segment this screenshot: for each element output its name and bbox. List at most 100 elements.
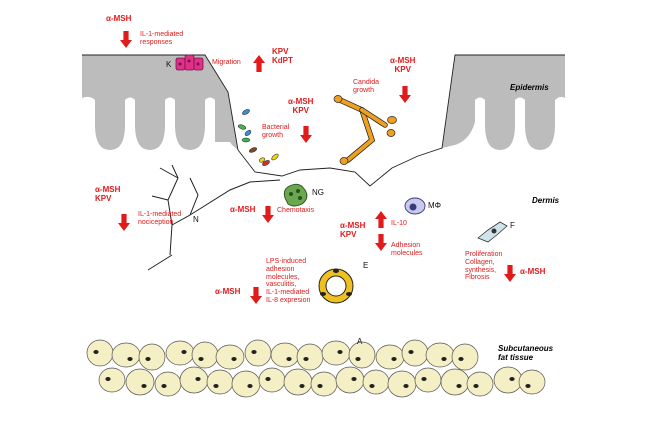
label-k: K: [166, 60, 172, 69]
adipocyte-nucleus: [161, 384, 167, 388]
wound-outline: [82, 54, 565, 187]
il10-label: IL-10: [391, 220, 407, 227]
adipocyte-cell: [518, 369, 546, 395]
adipocyte-nucleus: [317, 384, 323, 388]
adipocyte-nucleus: [105, 377, 111, 381]
adipocyte-cell: [231, 370, 261, 398]
adipocyte-nucleus: [265, 377, 271, 381]
adipocyte-nucleus: [181, 350, 187, 354]
adipocyte-nucleus: [473, 384, 479, 388]
adipocyte-nucleus: [441, 357, 447, 361]
label-epidermis: Epidermis: [510, 83, 549, 92]
proliferation-text: Proliferation Collagen, synthesis, Fibro…: [465, 251, 503, 282]
adipocyte-cell: [401, 339, 429, 367]
adipocyte-cell: [375, 344, 405, 370]
lps-induced-text: LPS-induced adhesion molecules, vasculit…: [266, 258, 311, 305]
adipocyte-cell: [451, 343, 479, 371]
adipocyte-cell: [270, 342, 300, 368]
adipocyte-nucleus: [458, 357, 464, 361]
neutrophil-cell: [283, 183, 308, 207]
adipocyte-nucleus: [421, 377, 427, 381]
label-n: N: [193, 215, 199, 224]
arrow-down-fibrosis: [504, 265, 516, 282]
arrow-up-il10: [375, 211, 387, 228]
adipocyte-nucleus: [93, 350, 99, 354]
adipocyte-cell: [348, 341, 376, 369]
adipocyte-cell: [414, 367, 442, 393]
arrow-down-chemotaxis: [262, 206, 274, 223]
adipocyte-cell: [321, 340, 351, 366]
macrophage-cell: [404, 197, 426, 215]
endothelial-vessel: [318, 268, 354, 304]
adipocyte-cell: [362, 369, 390, 395]
label-ng: NG: [312, 188, 324, 197]
adipocyte-cell: [111, 342, 141, 368]
adipocyte-cell: [215, 344, 245, 370]
adipocyte-nucleus: [251, 350, 257, 354]
il1-responses: IL-1-mediated responses: [140, 31, 184, 46]
amsh-top: α-MSH: [106, 14, 132, 23]
adipocyte-nucleus: [195, 377, 201, 381]
migration-label: Migration: [212, 59, 241, 66]
adipocyte-nucleus: [509, 377, 515, 381]
adipocyte-cell: [387, 370, 417, 398]
adipocyte-cell: [98, 367, 126, 393]
amsh-kpv-left: α-MSH KPV: [95, 185, 121, 203]
label-a: A: [357, 337, 363, 346]
kpv-kdpt: KPV KdPT: [272, 47, 293, 65]
adipocyte-nucleus: [303, 357, 309, 361]
adhesion-molecules: Adhesion molecules: [391, 242, 423, 257]
chemotaxis-label: Chemotaxis: [277, 207, 314, 214]
amsh-kpv-bacteria: α-MSH KPV: [288, 97, 314, 115]
label-e: E: [363, 261, 369, 270]
adipocyte-cell: [425, 342, 455, 368]
arrow-down-bacterial: [300, 126, 312, 143]
amsh-chemotaxis: α-MSH: [230, 205, 256, 214]
adipocyte-cell: [206, 369, 234, 395]
adipocyte-nucleus: [525, 384, 531, 388]
adipocyte-cell: [335, 366, 365, 394]
amsh-kpv-mac: α-MSH KPV: [340, 221, 366, 239]
label-mphi: MΦ: [428, 201, 442, 210]
label-dermis: Dermis: [532, 196, 560, 205]
adipocyte-nucleus: [391, 357, 397, 361]
fibroblast-cell: [477, 221, 508, 243]
adipocyte-cell: [165, 340, 195, 366]
adipocyte-nucleus: [408, 350, 414, 354]
adipocyte-nucleus: [247, 384, 253, 388]
adipocyte-cell: [310, 371, 338, 397]
bacterial-growth: Bacterial growth: [262, 124, 290, 139]
label-subcutaneous: Subcutaneous fat tissue: [498, 344, 554, 362]
adipocyte-nucleus: [286, 357, 292, 361]
bacteria: [237, 109, 279, 166]
adipocyte-cell: [296, 343, 324, 371]
adipocyte-cell: [258, 367, 286, 393]
adipocyte-nucleus: [299, 384, 305, 388]
adipocyte-cell: [283, 368, 313, 396]
adipocyte-cell: [86, 339, 114, 367]
adipocyte-nucleus: [141, 384, 147, 388]
adipocyte-cell: [179, 366, 209, 394]
epidermis-right: [442, 55, 565, 150]
arrow-down-nociception: [118, 214, 130, 231]
adipocyte-nucleus: [231, 357, 237, 361]
adipocyte-nucleus: [355, 357, 361, 361]
label-f: F: [510, 221, 515, 230]
adipocyte-nucleus: [351, 377, 357, 381]
adipocyte-cell: [466, 371, 494, 397]
arrow-down-amsh-top: [120, 31, 132, 48]
amsh-lps: α-MSH: [215, 287, 241, 296]
adipocyte-nucleus: [198, 357, 204, 361]
keratinocyte-cells: [175, 54, 204, 71]
amsh-fibro: α-MSH: [520, 267, 546, 276]
adipocyte-cell: [191, 341, 219, 369]
adipocyte-nucleus: [127, 357, 133, 361]
adipocyte-cell: [440, 368, 470, 396]
adipocyte-nucleus: [213, 384, 219, 388]
amsh-kpv-candida: α-MSH KPV: [390, 56, 416, 74]
nerve-fiber: [147, 164, 281, 271]
epidermis-left: [82, 55, 238, 150]
adipocyte-cell: [154, 371, 182, 397]
candida-hyphae: [333, 95, 397, 165]
